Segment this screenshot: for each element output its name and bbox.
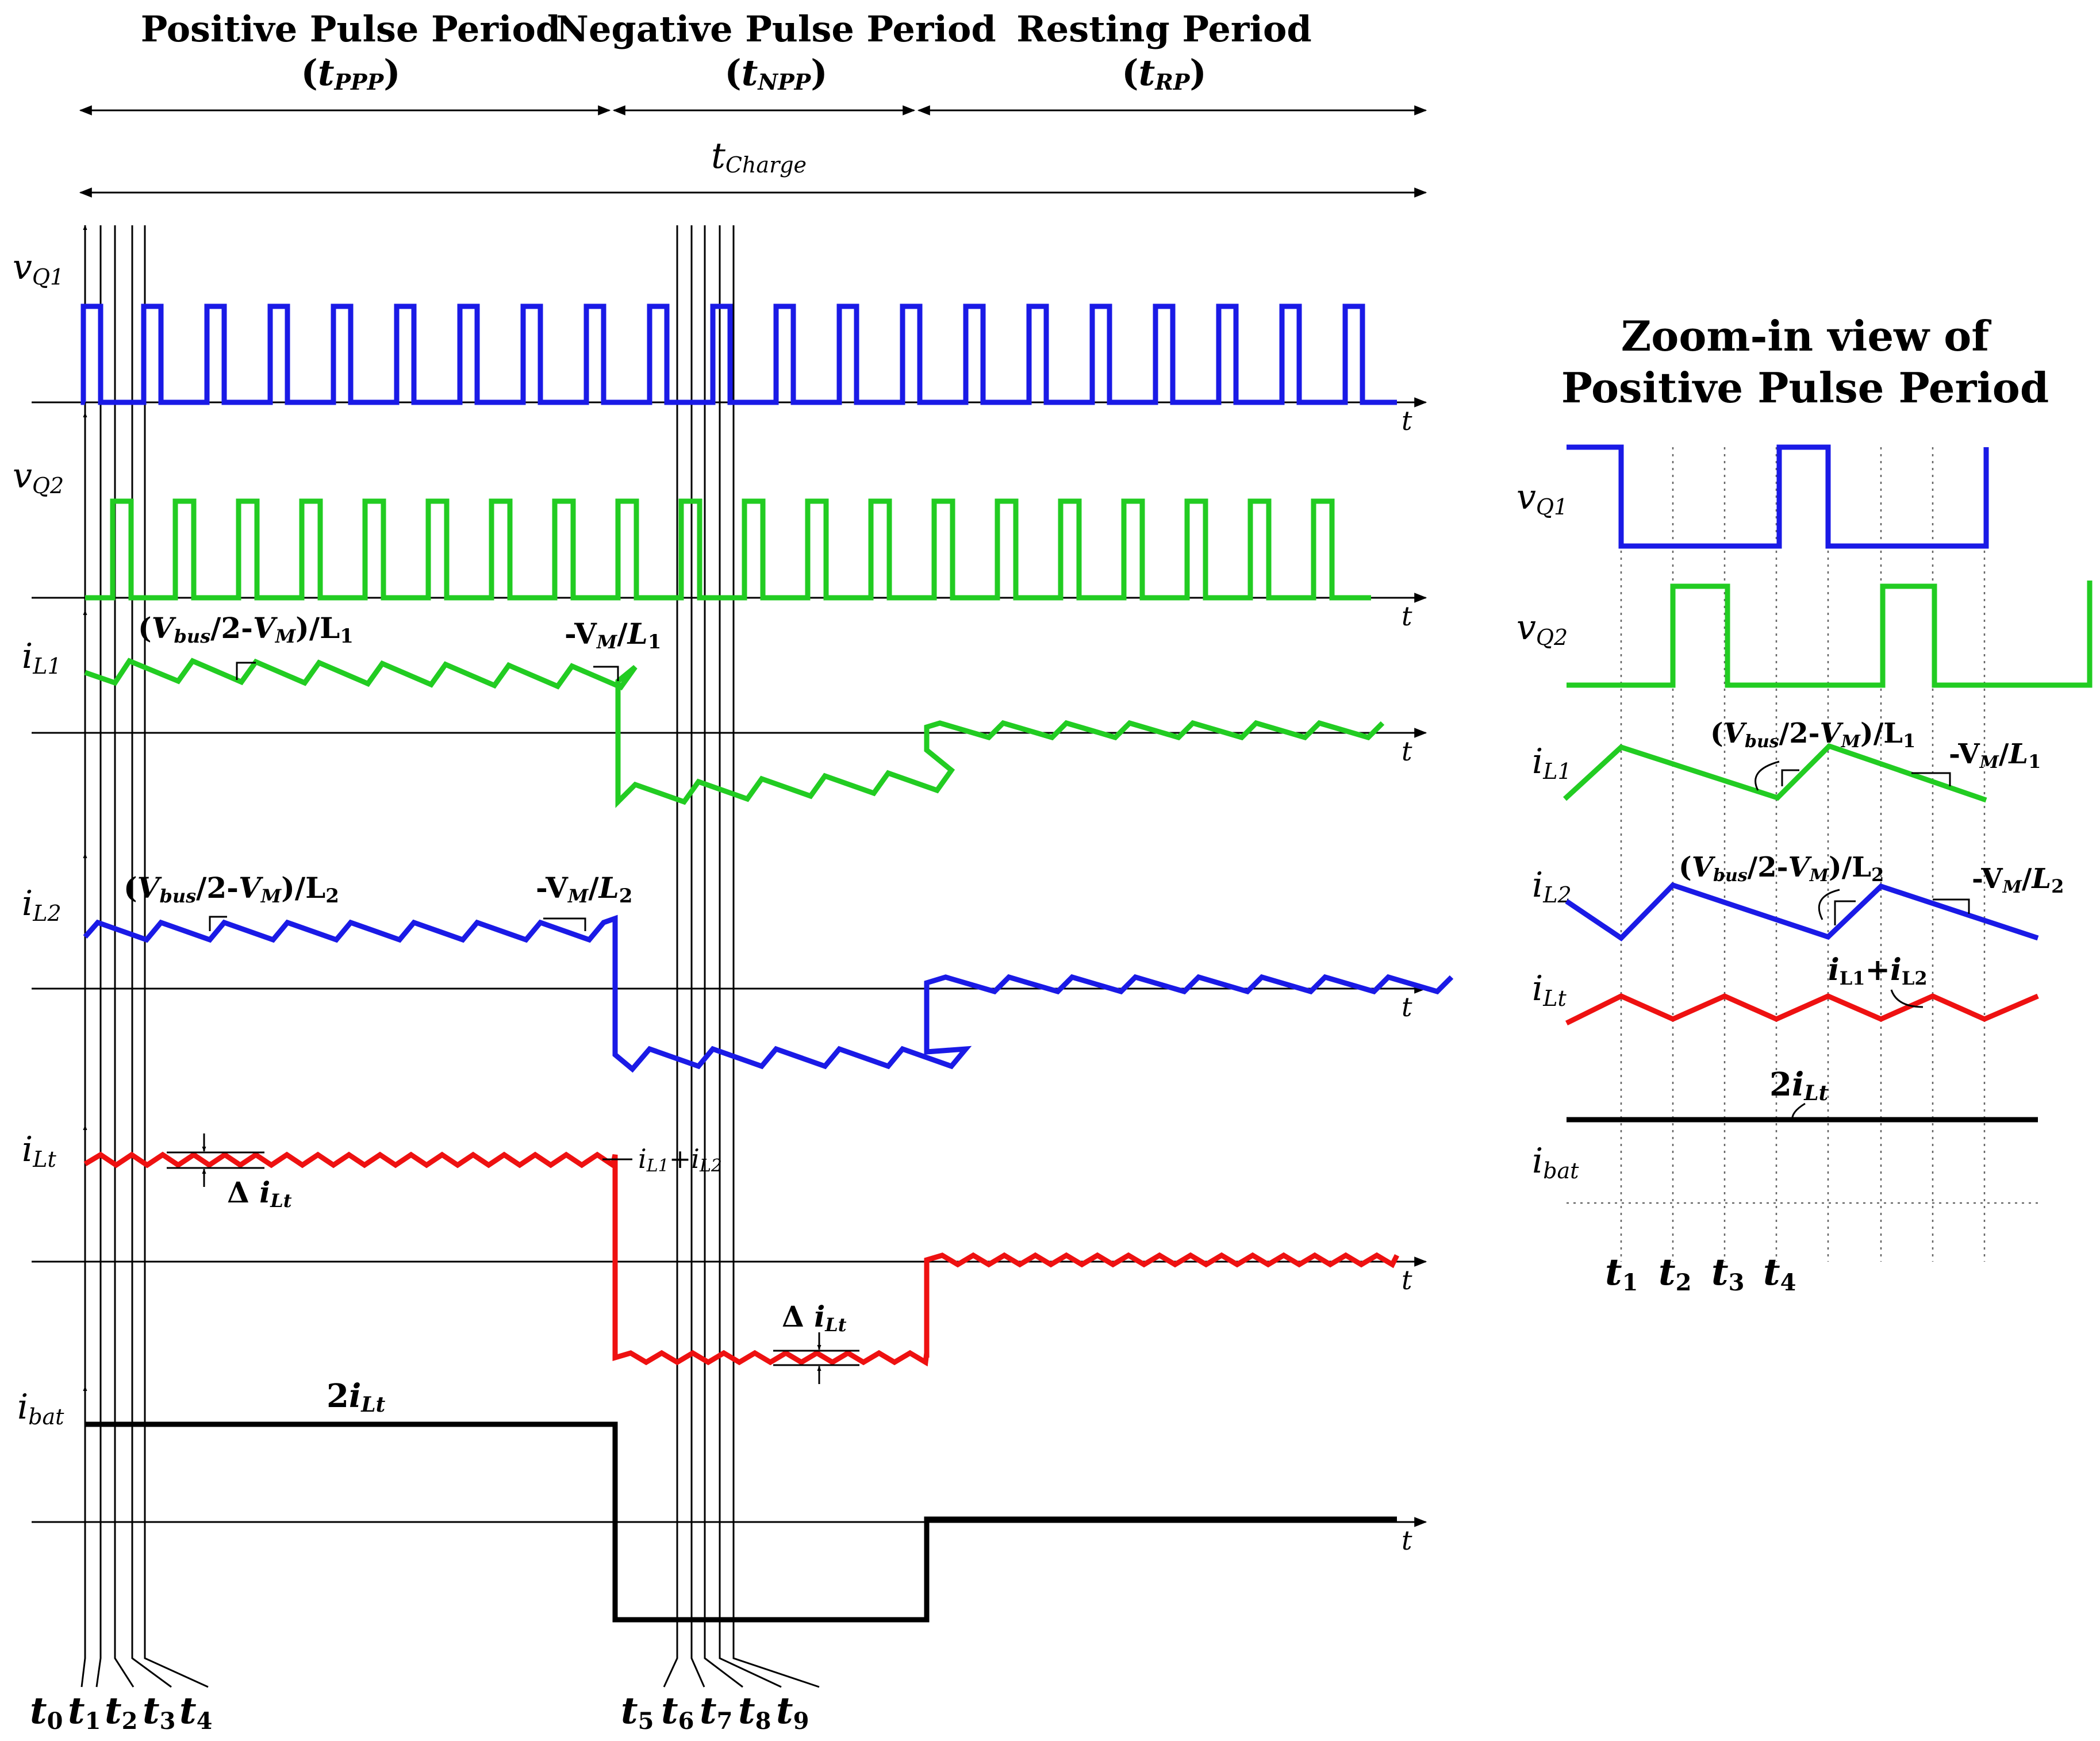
zoom-vq2-label: vQ2 xyxy=(1517,608,1568,650)
vq2-label: vQ2 xyxy=(13,456,64,498)
zoom-in-panel: Zoom-in view of Positive Pulse Period vQ… xyxy=(1517,312,2093,1296)
zoom-il2-waveform xyxy=(1565,882,2039,941)
time-marker-label: t1 xyxy=(68,1689,101,1735)
zoom-vq1-waveform xyxy=(1567,444,1989,549)
time-marker-label: t5 xyxy=(621,1689,654,1735)
zoom-time-label: t1 xyxy=(1605,1251,1638,1296)
signal-labels: vQ1 vQ2 iL1 iL2 iLt ibat xyxy=(13,247,64,1429)
il2-rise-slope-marker xyxy=(209,916,227,931)
time-marker-line xyxy=(663,225,678,1688)
ilt-label: iLt xyxy=(22,1129,56,1172)
zoom-time-label: t3 xyxy=(1711,1251,1744,1296)
period-header: Positive Pulse Period (tPPP) Negative Pu… xyxy=(79,8,1427,198)
ilt-sum-label: iL1+iL2 xyxy=(638,1143,722,1176)
il1-fall-slope-marker xyxy=(593,666,619,681)
ppp-title: Positive Pulse Period xyxy=(141,8,561,50)
ilt-ripple-label: Δ iLt xyxy=(227,1175,292,1212)
tcharge-label: tCharge xyxy=(711,134,807,178)
zoom-time-label: t4 xyxy=(1763,1251,1796,1296)
time-marker-label: t4 xyxy=(179,1689,212,1735)
zoom-il2-fall-slope-label: -VM/L2 xyxy=(1972,863,2064,897)
vq2-t-label: t xyxy=(1402,601,1412,632)
il1-t-label: t xyxy=(1402,736,1412,767)
il2-waveform xyxy=(83,914,1454,1073)
time-marker-label: t6 xyxy=(661,1689,694,1735)
time-marker-line xyxy=(719,225,782,1688)
ilt-npp-ripple-label: Δ iLt xyxy=(782,1300,847,1336)
vq1-t-label: t xyxy=(1402,405,1412,436)
time-marker-line xyxy=(80,225,86,1688)
zoom-grid-lines xyxy=(1620,447,1986,1262)
zoom-il1-rise-slope-label: (Vbus/2-VM)/L1 xyxy=(1710,717,1915,752)
zoom-ilt-sum-label: iL1+iL2 xyxy=(1828,952,1928,989)
time-marker-label: t3 xyxy=(143,1689,175,1735)
il1-fall-slope-label: -VM/L1 xyxy=(565,617,661,654)
zoom-il1-label: iL1 xyxy=(1532,741,1572,784)
ibat-t-label: t xyxy=(1402,1525,1412,1556)
zoom-il1-rise-marker xyxy=(1781,769,1799,786)
time-marker-line xyxy=(131,225,172,1688)
zoom-il2-rise-slope-label: (Vbus/2-VM)/L2 xyxy=(1679,851,1884,886)
zoom-time-label: t2 xyxy=(1658,1251,1691,1296)
vq2-waveform xyxy=(85,498,1371,601)
zoom-title-line2: Positive Pulse Period xyxy=(1561,363,2049,412)
npp-title: Negative Pulse Period xyxy=(556,8,996,50)
zoom-il2-rise-marker xyxy=(1834,900,1856,925)
zoom-vq2-waveform xyxy=(1567,581,2093,688)
rp-title: Resting Period xyxy=(1016,8,1311,50)
ilt-waveform xyxy=(83,1151,1400,1367)
vq1-waveform xyxy=(80,303,1397,405)
rp-symbol: (tRP) xyxy=(1122,52,1206,95)
il2-slope-annotations: (Vbus/2-VM)/L2 -VM/L2 xyxy=(124,871,632,931)
zoom-ilt-waveform xyxy=(1565,993,2039,1026)
zoom-time-labels: t1 t2 t3 t4 xyxy=(1605,1251,1796,1296)
zoom-il1-waveform xyxy=(1562,743,1987,803)
time-marker-line xyxy=(95,225,102,1688)
il1-waveform xyxy=(84,658,1385,808)
time-marker-label: t7 xyxy=(700,1689,732,1735)
ppp-symbol: (tPPP) xyxy=(301,52,400,95)
zoom-il1-fall-slope-label: -VM/L1 xyxy=(1949,738,2041,773)
zoom-ibat-leader xyxy=(1791,1102,1806,1121)
zoom-ilt-sum-leader xyxy=(1890,989,1924,1008)
zoom-il1-rise-leader xyxy=(1755,760,1780,791)
il1-label: iL1 xyxy=(22,636,62,679)
time-marker-line xyxy=(690,225,705,1688)
il2-rise-slope-label: (Vbus/2-VM)/L2 xyxy=(124,871,339,908)
il2-fall-slope-marker xyxy=(543,917,586,931)
time-marker-label: t0 xyxy=(30,1689,63,1735)
time-marker-line xyxy=(114,225,135,1688)
il1-slope-annotations: (Vbus/2-VM)/L1 -VM/L1 xyxy=(138,611,661,681)
ilt-t-label: t xyxy=(1402,1265,1412,1296)
ibat-waveform xyxy=(85,1421,1397,1623)
il2-fall-slope-label: -VM/L2 xyxy=(536,871,632,908)
time-marker-line xyxy=(732,225,820,1688)
zoom-il2-fall-marker xyxy=(1933,898,1970,914)
npp-symbol: (tNPP) xyxy=(724,52,827,95)
time-marker-lines xyxy=(80,225,820,1688)
zoom-il1-fall-marker xyxy=(1911,772,1951,786)
time-marker-label: t9 xyxy=(776,1689,809,1735)
zoom-ilt-label: iLt xyxy=(1532,968,1567,1011)
il1-rise-slope-marker xyxy=(236,662,256,680)
time-marker-line xyxy=(704,225,743,1688)
time-marker-line xyxy=(144,225,209,1688)
ibat-label: ibat xyxy=(17,1387,64,1429)
zoom-il2-label: iL2 xyxy=(1532,865,1572,908)
zoom-il2-rise-leader xyxy=(1818,889,1840,920)
zoom-title-line1: Zoom-in view of xyxy=(1621,312,1992,360)
vq1-label: vQ1 xyxy=(13,247,64,290)
il1-rise-slope-label: (Vbus/2-VM)/L1 xyxy=(138,611,354,648)
ibat-value-label: 2iLt xyxy=(327,1377,386,1417)
time-marker-label: t2 xyxy=(105,1689,137,1735)
zoom-ibat-value-label: 2iLt xyxy=(1769,1066,1829,1105)
time-marker-label: t8 xyxy=(738,1689,771,1735)
ilt-ripple-annotations: Δ iLt iL1+iL2 Δ iLt xyxy=(167,1133,859,1384)
il2-t-label: t xyxy=(1402,991,1412,1023)
zoom-vq1-label: vQ1 xyxy=(1517,477,1568,520)
il2-label: iL2 xyxy=(22,883,62,926)
zoom-ibat-label: ibat xyxy=(1532,1141,1579,1183)
